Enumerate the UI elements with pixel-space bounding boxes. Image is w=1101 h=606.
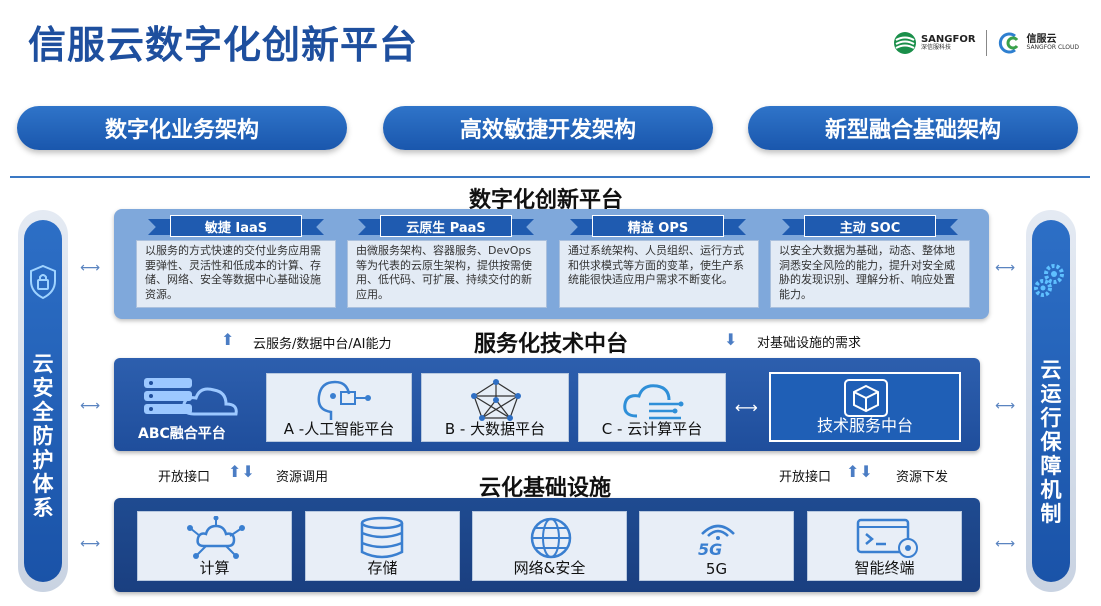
logo-divider — [985, 30, 987, 56]
left-arrow-top: ⟷ — [80, 260, 101, 276]
ai-platform-card: A -人工智能平台 — [266, 373, 412, 442]
smart-terminal-card: 智能终端 — [807, 511, 962, 581]
right-side-label: 云运行保障机制 — [1032, 358, 1070, 526]
tech-service-label: 技术服务中台 — [816, 416, 913, 435]
ribbon-paas-title: 云原生 PaaS — [380, 215, 512, 237]
cloud-circuit-icon — [623, 384, 684, 420]
flow-down-label: 对基础设施的需求 — [757, 336, 862, 351]
ribbon-paas: 云原生 PaaS — [358, 215, 534, 237]
globe-icon — [530, 517, 572, 559]
pillar-agile-dev: 高效敏捷开发架构 — [383, 106, 713, 150]
section-infra-title: 云化基础设施 — [479, 476, 612, 501]
ribbon-ops-title: 精益 OPS — [592, 215, 724, 237]
left-arrow-bottom: ⟷ — [80, 536, 101, 552]
abc-platform-label: ABC融合平台 — [138, 426, 226, 442]
tech-service-card: 技术服务中台 — [769, 372, 961, 442]
card-soc: 以安全大数据为基础，动态、整体地洞悉安全风险的能力，提升对安全威胁的发现识别、理… — [770, 240, 970, 308]
logo-area: SANGFOR 深信服科技 信服云 SANGFOR CLOUD — [893, 30, 1079, 56]
smart-terminal-label: 智能终端 — [854, 559, 915, 577]
page-title: 信服云数字化创新平台 — [28, 23, 419, 67]
ribbon-iaas: 敏捷 IaaS — [148, 215, 324, 237]
ribbon-ops: 精益 OPS — [570, 215, 746, 237]
terminal-icon — [856, 518, 918, 558]
section-innovation-title: 数字化创新平台 — [469, 188, 624, 213]
card-ops: 通过系统架构、人员组织、运行方式和供求模式等方面的变革，使生产系统能很快适应用户… — [559, 240, 759, 308]
sangfor-name: SANGFOR — [920, 34, 976, 45]
signal-waves-icon — [701, 524, 735, 540]
network-security-label: 网络&安全 — [513, 559, 586, 577]
pillar-infra: 新型融合基础架构 — [748, 106, 1078, 150]
flow-up-label: 云服务/数据中台/AI能力 — [253, 337, 392, 352]
five-g-icon-text: 5G — [698, 540, 723, 559]
left-side-label: 云安全防护体系 — [24, 352, 62, 520]
left-arrow-mid: ⟷ — [80, 398, 101, 414]
sangfor-logo-icon — [893, 32, 916, 54]
gears-icon — [1034, 264, 1064, 297]
storage-label: 存储 — [367, 559, 398, 577]
right-arrow-bottom: ⟷ — [995, 536, 1016, 552]
compute-card: 计算 — [137, 511, 292, 581]
left-security-column: 云安全防护体系 — [18, 210, 68, 592]
compute-cloud-icon — [187, 516, 245, 559]
right-ops-column: 云运行保障机制 — [1026, 210, 1076, 592]
card-paas: 由微服务架构、容器服务、DevOps等为代表的云原生架构，提供按需使用、低代码、… — [347, 240, 547, 308]
cloud-sub: SANGFOR CLOUD — [1026, 44, 1079, 51]
open-interface-left: 开放接口 — [158, 470, 211, 485]
sangfor-sub: 深信服科技 — [920, 44, 951, 51]
cloud-platform-card: C - 云计算平台 — [578, 373, 726, 442]
ribbon-soc-title: 主动 SOC — [804, 215, 936, 237]
storage-database-icon — [360, 516, 404, 559]
sangfor-logo: SANGFOR 深信服科技 — [893, 31, 976, 55]
cube-box-icon — [844, 379, 888, 417]
compute-label: 计算 — [199, 559, 230, 577]
bidirectional-arrow-icon: ⟷ — [735, 398, 758, 417]
sangfor-cloud-logo: 信服云 SANGFOR CLOUD — [997, 32, 1079, 54]
right-side-text: 云运行保障机制 — [1040, 358, 1062, 526]
bigdata-platform-card: B - 大数据平台 — [421, 373, 569, 442]
ribbon-iaas-title: 敏捷 IaaS — [170, 215, 302, 237]
network-graph-icon — [471, 379, 521, 421]
ai-platform-label: A -人工智能平台 — [283, 420, 395, 438]
arrow-down-icon: ⬇ — [724, 330, 738, 349]
cloud-logo-icon — [998, 32, 1018, 54]
open-interface-right: 开放接口 — [779, 470, 832, 485]
right-arrow-top: ⟷ — [995, 260, 1016, 276]
network-security-card: 网络&安全 — [472, 511, 627, 581]
five-g-card: 5G 5G — [639, 511, 794, 581]
bigdata-platform-label: B - 大数据平台 — [444, 420, 546, 438]
arrow-up-icon: ⬆ — [221, 330, 235, 349]
five-g-label: 5G — [705, 560, 728, 578]
cloud-platform-label: C - 云计算平台 — [601, 420, 703, 438]
shield-lock-icon — [30, 264, 56, 300]
divider-line — [10, 176, 1090, 178]
section-service-title: 服务化技术中台 — [474, 332, 629, 357]
pillar-digital-business: 数字化业务架构 — [17, 106, 347, 150]
ai-head-icon — [317, 380, 371, 420]
card-iaas: 以服务的方式快速的交付业务应用需要弹性、灵活性和低成本的计算、存储、网络、安全等… — [136, 240, 336, 308]
ribbon-soc: 主动 SOC — [782, 215, 958, 237]
resource-call-left: 资源调用 — [276, 470, 329, 485]
storage-card: 存储 — [305, 511, 460, 581]
up-down-arrows-right-icon: ⬆⬇ — [846, 462, 873, 481]
resource-deliver-right: 资源下发 — [896, 470, 949, 485]
left-side-text: 云安全防护体系 — [32, 352, 54, 520]
cloud-name: 信服云 — [1026, 34, 1057, 45]
up-down-arrows-left-icon: ⬆⬇ — [228, 462, 255, 481]
server-cloud-icon — [144, 378, 238, 416]
right-arrow-mid: ⟷ — [995, 398, 1016, 414]
